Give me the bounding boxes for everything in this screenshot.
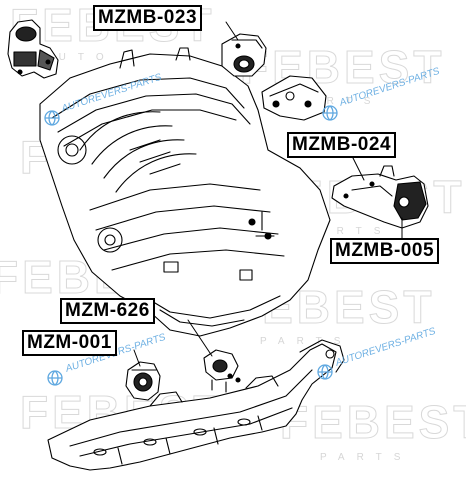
mount-mzmb-024-005 — [331, 165, 429, 229]
mount-mzmb-023 — [221, 33, 267, 77]
watermark-tagline: PARTS — [320, 452, 413, 463]
part-label-mzm-001: MZM-001 — [22, 330, 117, 356]
watermark-brand-logo: FEBEST — [279, 396, 466, 449]
part-label-mzmb-023: MZMB-023 — [93, 5, 203, 31]
part-label-mzm-626: MZM-626 — [60, 298, 155, 324]
engine-block — [39, 47, 331, 337]
subframe-crossmember — [47, 339, 345, 471]
part-label-mzmb-005: MZMB-005 — [330, 238, 440, 264]
watermark-tagline: AUTO — [40, 52, 116, 63]
watermark-tagline: PARTS — [260, 336, 353, 347]
standalone-mount-top-left — [7, 19, 59, 79]
part-label-mzmb-024: MZMB-024 — [287, 132, 397, 158]
transmission-bracket-upper — [261, 75, 327, 121]
watermark-tagline: PARTS — [290, 96, 383, 107]
mount-mzm-626 — [203, 349, 241, 393]
watermark-tagline: PARTS — [300, 226, 393, 237]
leader-lines — [133, 21, 403, 367]
watermark-brand-logo: FEBEST — [239, 41, 446, 94]
watermark-globe-icons — [44, 105, 338, 386]
mount-mzm-001 — [125, 361, 161, 401]
